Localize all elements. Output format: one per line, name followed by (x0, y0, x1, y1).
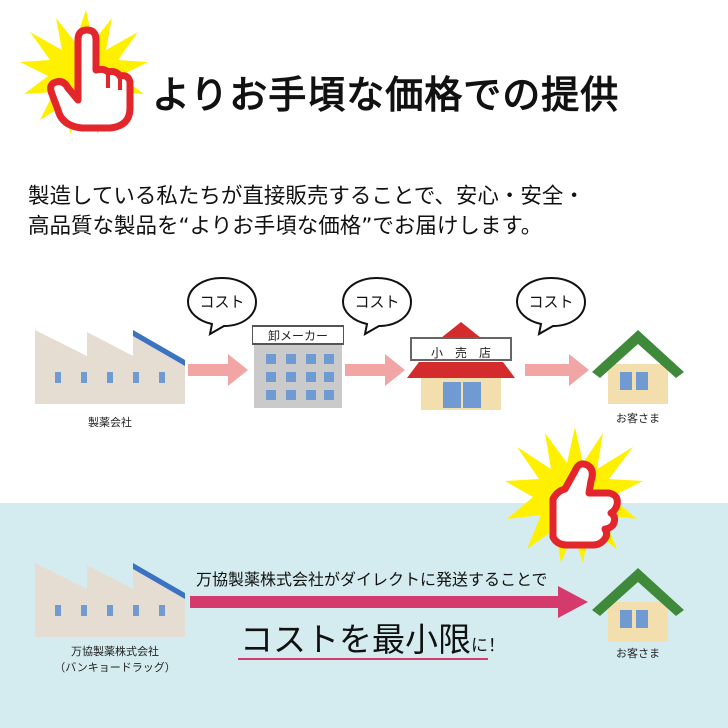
arrow-right-icon (190, 586, 588, 618)
intro-line-1: 製造している私たちが直接販売することで、安心・安全・ (28, 184, 585, 209)
factory-icon (35, 322, 185, 404)
direct-delivery-text: 万協製薬株式会社がダイレクトに発送することで (196, 570, 548, 589)
pointing-hand-icon (20, 8, 150, 138)
cost-bubble-3-label: コスト (528, 293, 574, 311)
customer-label-top: お客さま (616, 412, 660, 425)
customer-label-bottom: お客さま (616, 647, 660, 660)
wholesaler-label: 卸メーカー (267, 329, 328, 343)
store-icon (405, 318, 517, 410)
factory-icon (35, 555, 185, 637)
speech-bubble-icon (341, 276, 413, 336)
cost-bubble-1-label: コスト (199, 293, 245, 311)
speech-bubble-icon (186, 276, 258, 336)
cost-minimized-main: コストを最小限 (240, 620, 471, 659)
speech-bubble-icon (515, 276, 587, 336)
cost-bubble-2-label: コスト (354, 293, 400, 311)
cost-underline (238, 658, 488, 660)
manufacturer-subname: （バンキョードラッグ） (54, 661, 176, 674)
office-building-icon (251, 322, 345, 408)
cost-minimized-text: コストを最小限に！ (240, 613, 505, 661)
house-icon (592, 566, 684, 642)
intro-line-2: 高品質な製品を“よりお手頃な価格”でお届けします。 (28, 214, 543, 239)
cost-minimized-suffix: に！ (471, 636, 505, 656)
intro-text: 製造している私たちが直接販売することで、安心・安全・ 高品質な製品を“よりお手頃… (28, 182, 718, 242)
page-title: よりお手頃な価格での提供 (152, 73, 620, 117)
factory-label: 製薬会社 (88, 416, 132, 429)
arrow-right-icon (188, 354, 248, 386)
arrow-right-icon (345, 354, 405, 386)
manufacturer-name: 万協製薬株式会社 (71, 645, 159, 658)
manufacturer-label: 万協製薬株式会社 （バンキョードラッグ） (40, 643, 190, 675)
thumbs-up-icon (505, 425, 645, 565)
arrow-right-icon (525, 354, 589, 386)
retailer-label: 小 売 店 (430, 346, 491, 360)
house-icon (592, 328, 684, 404)
